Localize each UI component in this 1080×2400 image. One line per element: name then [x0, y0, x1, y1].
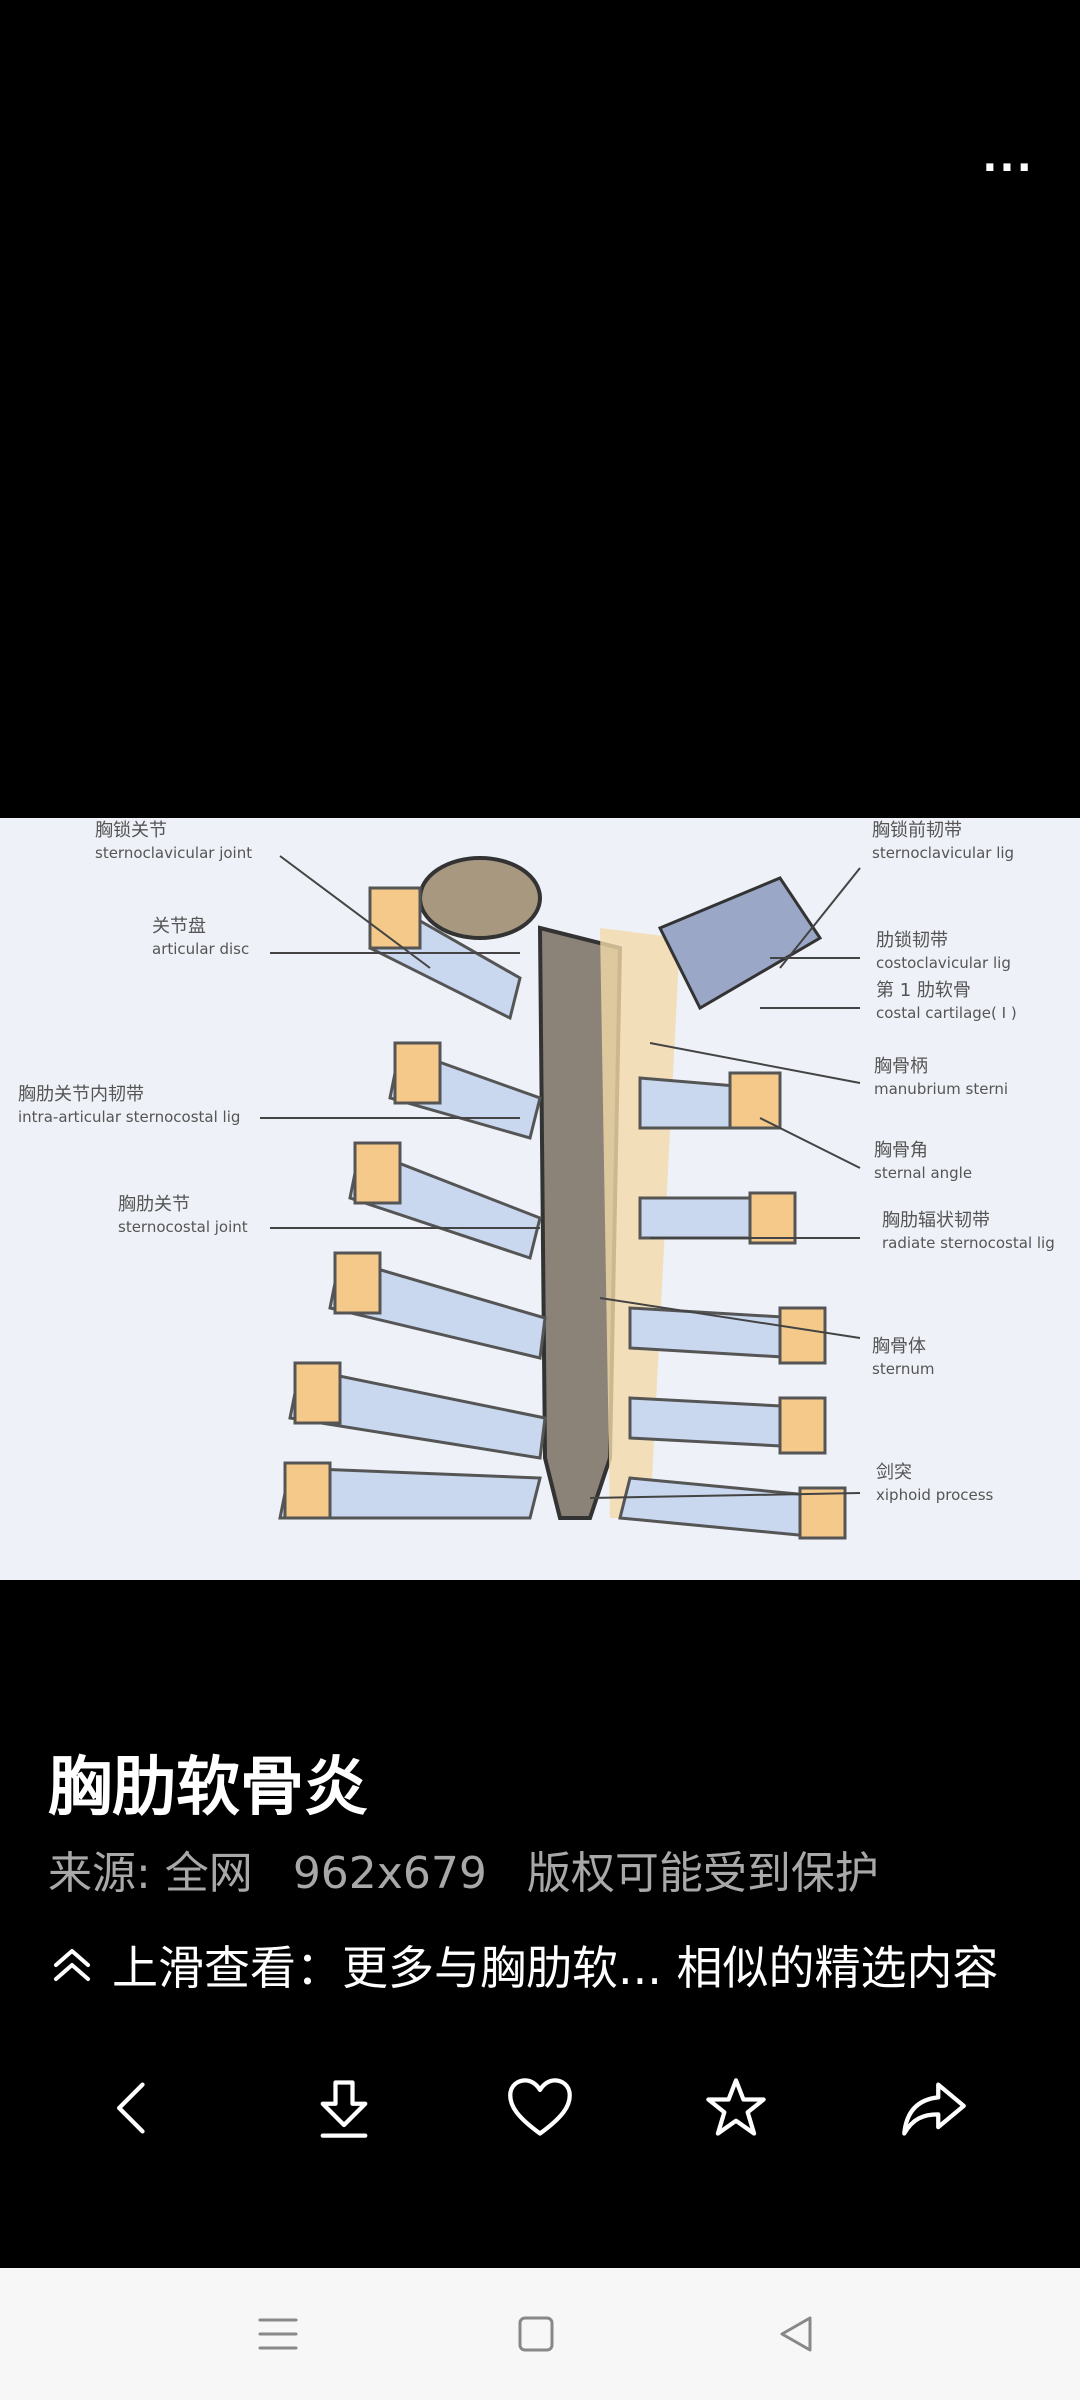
share-button[interactable]: [882, 2056, 986, 2160]
image-meta: 来源: 全网 962x679 版权可能受到保护: [48, 1844, 1048, 1904]
image-title: 胸肋软骨炎: [48, 1751, 368, 1825]
label-sternocostal-joint-en: sternocostal joint: [118, 1218, 248, 1236]
copyright-notice: 版权可能受到保护: [526, 1848, 879, 1899]
label-costal-cartilage-zh: 第 1 肋软骨: [876, 980, 971, 1001]
image-viewer[interactable]: 胸锁关节 sternoclavicular joint 关节盘 articula…: [0, 818, 1080, 1580]
double-chevron-up-icon: [54, 1949, 90, 1981]
menu-icon: [258, 2318, 298, 2350]
nav-home-button[interactable]: [496, 2294, 576, 2374]
label-sternoclavicular-joint-zh: 胸锁关节: [95, 820, 167, 841]
anatomy-illustration: 胸锁关节 sternoclavicular joint 关节盘 articula…: [0, 818, 1080, 1580]
nav-back-button[interactable]: [756, 2294, 836, 2374]
label-radiate-lig-en: radiate sternocostal lig: [882, 1234, 1055, 1252]
system-nav-bar: [0, 2268, 1080, 2400]
label-sternocostal-joint-zh: 胸肋关节: [118, 1194, 190, 1215]
back-button[interactable]: [82, 2056, 186, 2160]
label-sternal-angle-zh: 胸骨角: [874, 1140, 928, 1161]
label-costoclavicular-lig-zh: 肋锁韧带: [876, 930, 948, 951]
more-options-button[interactable]: ...: [982, 135, 1034, 181]
image-dimensions: 962x679: [292, 1848, 487, 1899]
download-button[interactable]: [292, 2056, 396, 2160]
label-xiphoid-zh: 剑突: [876, 1462, 912, 1483]
heart-icon: [508, 2078, 572, 2136]
label-articular-disc-en: articular disc: [152, 940, 249, 958]
label-intra-articular-en: intra-articular sternocostal lig: [18, 1108, 240, 1126]
share-icon: [902, 2082, 966, 2136]
label-costal-cartilage-en: costal cartilage( I ): [876, 1004, 1017, 1022]
swipe-hint-text: 上滑查看：更多与胸肋软... 相似的精选内容: [112, 1941, 999, 1995]
star-icon: [706, 2078, 766, 2136]
triangle-back-icon: [780, 2316, 812, 2352]
image-caption: 胸肋软骨炎 来源: 全网 962x679 版权可能受到保护: [48, 1748, 1048, 1904]
like-button[interactable]: [488, 2056, 592, 2160]
label-xiphoid-en: xiphoid process: [876, 1486, 994, 1504]
label-costoclavicular-lig-en: costoclavicular lig: [876, 954, 1011, 972]
label-sternal-angle-en: sternal angle: [874, 1164, 972, 1182]
label-manubrium-zh: 胸骨柄: [874, 1056, 928, 1077]
action-bar: [0, 2056, 1080, 2160]
swipe-up-hint[interactable]: 上滑查看：更多与胸肋软... 相似的精选内容: [48, 1930, 999, 2000]
label-manubrium-en: manubrium sterni: [874, 1080, 1008, 1098]
label-sternoclavicular-lig-en: sternoclavicular lig: [872, 844, 1014, 862]
download-icon: [320, 2080, 368, 2138]
label-intra-articular-zh: 胸肋关节内韧带: [18, 1084, 144, 1105]
nav-menu-button[interactable]: [238, 2294, 318, 2374]
label-sternoclavicular-joint-en: sternoclavicular joint: [95, 844, 252, 862]
image-source: 来源: 全网: [48, 1848, 253, 1899]
favorite-button[interactable]: [684, 2056, 788, 2160]
label-sternum-zh: 胸骨体: [872, 1336, 926, 1357]
square-icon: [518, 2316, 554, 2352]
chevron-left-icon: [117, 2082, 145, 2134]
label-radiate-lig-zh: 胸肋辐状韧带: [882, 1210, 990, 1231]
label-articular-disc-zh: 关节盘: [152, 916, 206, 937]
label-sternoclavicular-lig-zh: 胸锁前韧带: [872, 820, 962, 841]
label-sternum-en: sternum: [872, 1360, 934, 1378]
